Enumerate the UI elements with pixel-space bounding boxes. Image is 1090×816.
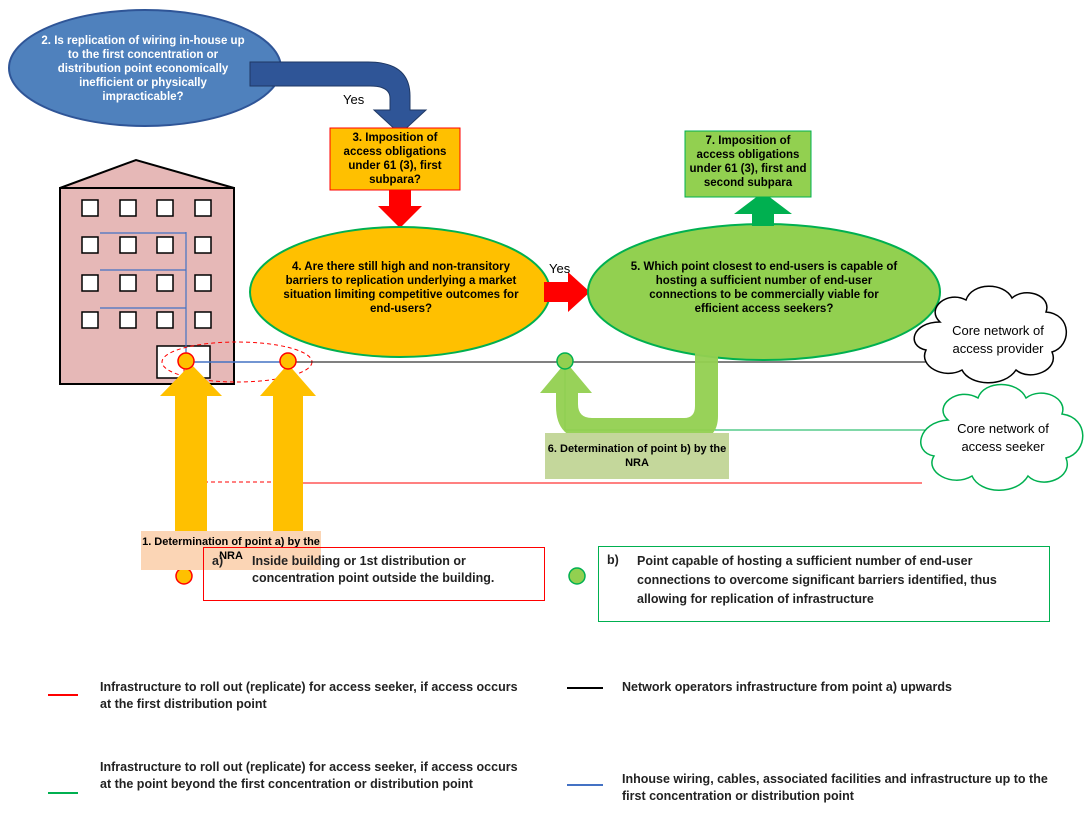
u-arrow-q5-to-point-b [540,352,718,440]
legend-red-line [48,694,78,696]
question-3-box [329,127,461,191]
point-a-description: Inside building or 1st distribution or c… [252,554,495,585]
question-2-text: 2. Is replication of wiring in-house up … [41,35,245,103]
point-a-box: a) Inside building or 1st distribution o… [203,547,545,601]
point-a-marker-1 [177,352,195,370]
question-5-text: 5. Which point closest to end-users is c… [630,261,898,315]
cloud-seeker-label: Core network of access seeker [957,421,1049,454]
red-arrow-q4-to-q5 [544,272,590,312]
point-b-description: Point capable of hosting a sufficient nu… [637,554,997,606]
yes-label-top: Yes [343,92,365,107]
cloud-access-provider [913,285,1068,384]
point-b-box: b) Point capable of hosting a sufficient… [598,546,1050,622]
cloud-provider-label: Core network of access provider [952,323,1044,356]
step-1-box: 1. Determination of point a) by the NRA [141,531,321,570]
legend-blue-text: Inhouse wiring, cables, associated facil… [622,772,1048,803]
red-arrow-q3-to-q4 [378,190,422,228]
legend-red-text: Infrastructure to roll out (replicate) f… [100,680,518,711]
legend-point-a-marker [175,567,193,585]
point-a-letter: a) [212,554,224,568]
orange-arrow-left [160,364,222,532]
yes-label-middle: Yes [549,261,571,276]
point-b-letter: b) [607,553,619,567]
legend-black-line [567,687,603,689]
building [59,158,235,385]
legend-blue-line [567,784,603,786]
green-arrow-q5-to-q7 [734,192,792,226]
point-a-marker-2 [279,352,297,370]
legend-green-text: Infrastructure to roll out (replicate) f… [100,760,518,791]
point-b-marker [556,352,574,370]
legend-black-text: Network operators infrastructure from po… [622,680,952,694]
step-6-box: 6. Determination of point b) by the NRA [545,433,729,479]
question-7-box [684,130,812,198]
legend-green-line [48,792,78,794]
orange-arrow-right [260,364,316,532]
legend-point-b-marker [568,567,586,585]
curved-arrow-q2-to-q3 [249,61,428,135]
question-3-text: 3. Imposition of access obligations unde… [343,132,447,186]
question-7-text: 7. Imposition of access obligations unde… [689,135,807,189]
cloud-access-seeker [920,383,1084,491]
question-4-text: 4. Are there still high and non-transito… [283,261,519,315]
